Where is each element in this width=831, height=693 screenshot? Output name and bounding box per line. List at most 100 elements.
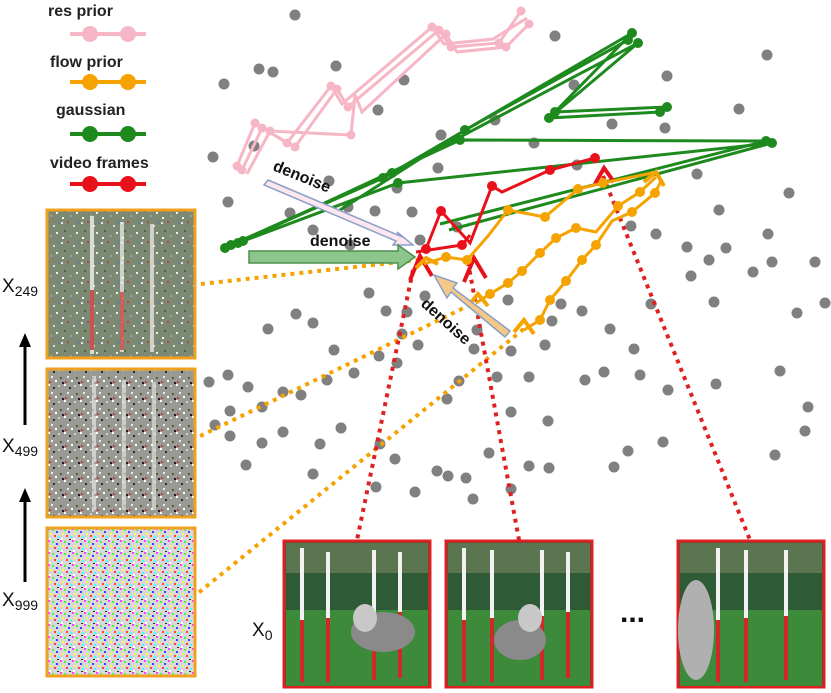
legend-dot-flow-2 [120, 74, 136, 90]
scatter-point [523, 460, 535, 472]
scatter-point [608, 461, 620, 473]
scatter-point [290, 308, 302, 320]
scatter-point [380, 305, 392, 317]
scatter-point [240, 459, 252, 471]
scatter-point [441, 393, 453, 405]
scatter-point [224, 430, 236, 442]
link-frame-3 [601, 175, 752, 541]
scatter-point [442, 470, 454, 482]
video-frame-trajectory [408, 153, 616, 283]
noisy-frame-x999 [45, 526, 197, 678]
scatter-point [335, 422, 347, 434]
scatter-point [783, 187, 795, 199]
link-x249 [191, 258, 419, 287]
scatter-point [330, 60, 342, 72]
scatter-point [370, 481, 382, 493]
scatter-point [762, 228, 774, 240]
scatter-point [549, 30, 561, 42]
scatter-point [267, 66, 279, 78]
flow-chevron-4 [642, 168, 666, 187]
scatter-point [432, 162, 444, 174]
scatter-point [389, 453, 401, 465]
video-chevron-3 [593, 164, 616, 185]
video-chevron-1 [408, 251, 434, 281]
scatter-point [576, 305, 588, 317]
scatter-point [543, 462, 555, 474]
scatter-point [662, 384, 674, 396]
scatter-point [483, 447, 495, 459]
scatter-point [661, 70, 673, 82]
scatter-point [766, 256, 778, 268]
label-x249: X249 [2, 276, 38, 299]
noisy-frame-x499 [45, 367, 197, 519]
denoise-arrow-flow: denoise [417, 273, 512, 348]
scatter-point [606, 118, 618, 130]
scatter-point [681, 241, 693, 253]
scatter-point [218, 78, 230, 90]
scatter-point [819, 297, 831, 309]
scatter-point [373, 350, 385, 362]
scatter-point [289, 9, 301, 21]
scatter-point [412, 339, 424, 351]
gaussian-trajectories [220, 28, 777, 253]
scatter-point [769, 449, 781, 461]
scatter-point [733, 103, 745, 115]
clean-frame-3 [676, 539, 826, 689]
scatter-point [307, 224, 319, 236]
scatter-point [720, 242, 732, 254]
scatter-point [203, 376, 215, 388]
scatter-point [713, 204, 725, 216]
legend-dot-gauss-2 [120, 126, 136, 142]
flow-chevron-3 [512, 316, 536, 336]
scatter-point [708, 296, 720, 308]
scatter-point [703, 254, 715, 266]
res-prior-line-3 [245, 22, 531, 175]
scatter-point [348, 367, 360, 379]
scatter-point [650, 228, 662, 240]
scatter-point [634, 369, 646, 381]
scatter-points [203, 9, 831, 505]
scatter-point [414, 234, 426, 246]
scatter-point [222, 369, 234, 381]
scatter-point [253, 63, 265, 75]
scatter-point [372, 104, 384, 116]
denoise-label-gauss: denoise [310, 233, 371, 250]
scatter-point [406, 206, 418, 218]
scatter-point [539, 339, 551, 351]
video-chevron-2 [462, 253, 488, 283]
scatter-point [323, 175, 335, 187]
link-frame-1 [355, 269, 415, 541]
res-prior-trajectories [232, 6, 534, 175]
clean-frame-links [355, 175, 752, 541]
scatter-point [622, 445, 634, 457]
scatter-point [277, 386, 289, 398]
scatter-point [657, 436, 669, 448]
frames-ellipsis: ... [620, 596, 645, 629]
scatter-point [659, 122, 671, 134]
legend-dot-res [82, 26, 98, 42]
scatter-point [542, 415, 554, 427]
flow-line-3 [523, 178, 664, 332]
scatter-point [409, 486, 421, 498]
up-arrow-2-head [19, 488, 31, 502]
up-arrow-1-head [19, 333, 31, 347]
scatter-point [314, 438, 326, 450]
scatter-point [799, 425, 811, 437]
noise-axis: X249 X499 X999 [2, 276, 38, 613]
scatter-point [505, 406, 517, 418]
scatter-point [363, 287, 375, 299]
scatter-point [579, 374, 591, 386]
scatter-point [222, 196, 234, 208]
scatter-point [369, 205, 381, 217]
legend-label-gauss: gaussian [56, 102, 125, 119]
scatter-point [435, 129, 447, 141]
legend-dot-video [82, 176, 98, 192]
scatter-point [207, 151, 219, 163]
scatter-point [809, 256, 821, 268]
denoise-arrow-gauss: denoise [248, 233, 417, 271]
scatter-point [628, 343, 640, 355]
scatter-point [691, 168, 703, 180]
scatter-point [307, 468, 319, 480]
legend-label-video: video frames [50, 155, 149, 172]
legend-dot-video-2 [120, 176, 136, 192]
